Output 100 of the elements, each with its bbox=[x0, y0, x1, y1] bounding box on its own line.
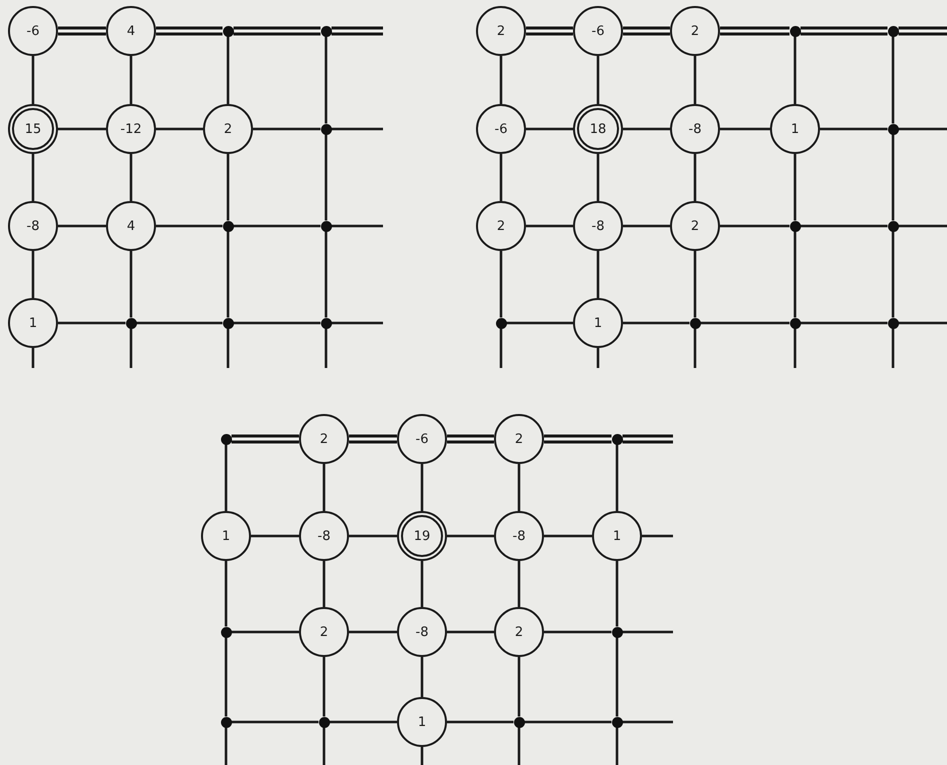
coefficient-number: 1 bbox=[790, 122, 800, 136]
grid-line bbox=[156, 128, 203, 130]
coefficient-number: 2 bbox=[224, 122, 232, 136]
node-circle bbox=[299, 511, 349, 561]
grid-line bbox=[720, 224, 790, 228]
grid-line bbox=[694, 154, 696, 201]
grid-line bbox=[506, 322, 573, 324]
grid-line bbox=[226, 36, 230, 104]
double-boundary-line bbox=[720, 26, 790, 36]
coefficient-number: 2 bbox=[690, 220, 700, 232]
coefficient-number: 1 bbox=[28, 316, 38, 330]
grid-dot bbox=[320, 220, 332, 232]
grid-dot bbox=[514, 716, 524, 728]
node-circle bbox=[106, 201, 156, 251]
grid-dot bbox=[220, 716, 232, 728]
grid-line bbox=[224, 561, 228, 626]
grid-line bbox=[58, 128, 106, 130]
grid-line bbox=[500, 56, 502, 104]
grid-line bbox=[820, 128, 888, 130]
node-circle bbox=[592, 511, 642, 561]
grid-line bbox=[700, 322, 790, 324]
node-circle bbox=[299, 607, 349, 657]
double-boundary-line bbox=[234, 26, 320, 36]
node-circle bbox=[8, 201, 58, 251]
grid-dot bbox=[790, 318, 800, 328]
grid-line bbox=[500, 251, 502, 318]
node-circle bbox=[573, 298, 623, 348]
coefficient-number: 15 bbox=[24, 122, 42, 136]
grid-line bbox=[349, 534, 397, 538]
node-circle bbox=[397, 607, 447, 657]
node-circle bbox=[494, 414, 544, 464]
node-circle bbox=[106, 104, 156, 154]
grid-line bbox=[800, 322, 888, 324]
coefficient-number: -12 bbox=[120, 122, 142, 136]
grid-line bbox=[596, 251, 600, 298]
coefficient-number: -8 bbox=[416, 626, 428, 638]
grid-line bbox=[694, 56, 696, 104]
grid-line bbox=[420, 464, 424, 511]
grid-line bbox=[518, 657, 520, 716]
grid-line bbox=[324, 232, 328, 318]
node-circle bbox=[8, 6, 58, 56]
grid-dot bbox=[496, 318, 506, 328]
grid-line bbox=[232, 630, 299, 634]
node-circle bbox=[670, 201, 720, 251]
grid-line bbox=[330, 720, 397, 724]
grid-line bbox=[518, 464, 520, 511]
grid-line bbox=[420, 657, 424, 697]
grid-line bbox=[224, 638, 228, 716]
grid-dot bbox=[320, 124, 332, 134]
grid-line bbox=[623, 128, 670, 130]
grid-line bbox=[58, 322, 126, 324]
grid-line bbox=[800, 224, 888, 228]
grid-line bbox=[130, 56, 132, 104]
grid-line bbox=[526, 224, 573, 228]
grid-line bbox=[232, 720, 318, 724]
double-boundary-line bbox=[544, 434, 612, 444]
grid-line bbox=[226, 154, 230, 220]
grid-line bbox=[518, 561, 520, 607]
node-circle bbox=[573, 6, 623, 56]
coefficient-number: 4 bbox=[126, 220, 136, 232]
double-boundary-line bbox=[58, 26, 106, 36]
grid-line bbox=[447, 534, 494, 538]
coefficient-number: 1 bbox=[222, 530, 230, 542]
node-circle bbox=[573, 201, 623, 251]
coefficient-number: 4 bbox=[126, 24, 136, 38]
grid-line bbox=[524, 720, 612, 724]
grid-line bbox=[596, 154, 600, 201]
coefficient-number: 2 bbox=[496, 24, 506, 38]
grid-line bbox=[136, 322, 222, 324]
double-ring-circle bbox=[8, 104, 58, 154]
coefficient-number: 2 bbox=[514, 626, 524, 638]
grid-line bbox=[892, 134, 894, 220]
coefficient-number: 2 bbox=[690, 24, 700, 38]
grid-line bbox=[224, 444, 228, 511]
node-circle bbox=[476, 201, 526, 251]
node-circle bbox=[476, 104, 526, 154]
coefficient-number: -6 bbox=[416, 432, 428, 446]
grid-line bbox=[500, 154, 502, 201]
grid-dot bbox=[220, 626, 232, 638]
node-circle bbox=[397, 414, 447, 464]
grid-line bbox=[623, 224, 670, 228]
coefficient-number: 19 bbox=[414, 530, 430, 542]
grid-line bbox=[616, 561, 618, 626]
grid-line bbox=[32, 154, 34, 201]
node-circle bbox=[299, 414, 349, 464]
double-boundary-line bbox=[800, 26, 888, 36]
coefficient-number: 2 bbox=[496, 220, 506, 232]
coefficient-number: 1 bbox=[418, 716, 426, 728]
grid-line bbox=[324, 36, 328, 124]
grid-line bbox=[892, 36, 894, 124]
grid-line bbox=[234, 322, 320, 324]
grid-line bbox=[253, 128, 320, 130]
grid-dot bbox=[222, 26, 234, 36]
node-circle bbox=[201, 511, 251, 561]
node-circle bbox=[670, 6, 720, 56]
grid-line bbox=[226, 232, 230, 318]
grid-dot bbox=[790, 220, 800, 232]
grid-dot bbox=[320, 318, 332, 328]
grid-line bbox=[544, 630, 612, 634]
coefficient-number: -6 bbox=[494, 122, 508, 136]
